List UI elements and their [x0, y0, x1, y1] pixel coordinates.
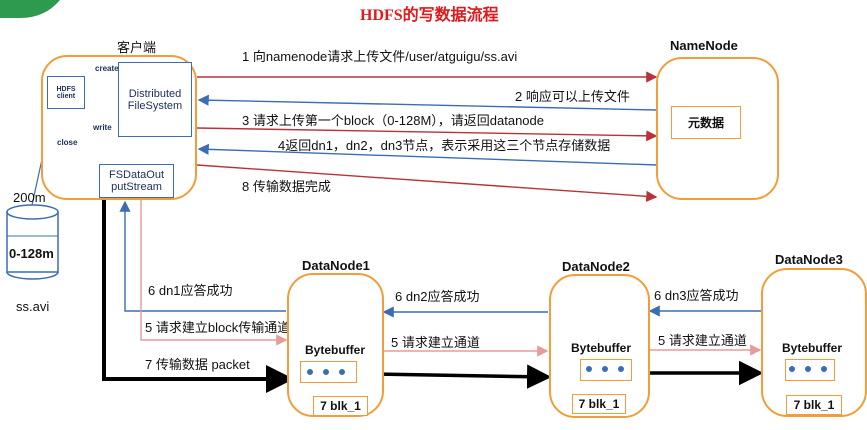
datanode2-buffer-box — [580, 359, 632, 381]
step6-dn2-label: 6 dn2应答成功 — [395, 289, 480, 304]
logo-fragment — [0, 0, 60, 18]
step5-build-label: 5 请求建立block传输通道 — [145, 320, 291, 335]
datanode1-blk-box: 7 blk_1 — [313, 396, 368, 416]
fsdata-outputstream-box: FSDataOut putStream — [99, 164, 174, 198]
file-name-label: ss.avi — [16, 299, 50, 314]
ack-dn1-arrow — [119, 200, 286, 312]
distributed-fs-box: Distributed FileSystem — [118, 62, 192, 137]
datanode2-title: DataNode2 — [562, 259, 630, 274]
write-label: write — [93, 123, 112, 132]
file-size-label: 200m — [13, 190, 46, 205]
step2-label: 2 响应可以上传文件 — [515, 89, 630, 104]
datanode3-blk-box: 7 blk_1 — [786, 395, 842, 415]
datanode1-buffer-box — [300, 361, 357, 383]
create-label: create — [95, 64, 119, 73]
step3-label: 3 请求上传第一个block（0-128M），请返回datanode — [242, 113, 544, 128]
step8-label: 8 传输数据完成 — [242, 179, 331, 194]
step7-label: 7 传输数据 packet — [145, 357, 250, 372]
step8-arrow — [196, 164, 658, 202]
file-block-label: 0-128m — [9, 246, 54, 261]
packet-dn2-arrow — [371, 364, 552, 389]
close-label: close — [57, 138, 78, 147]
build-channel-arrow — [140, 198, 288, 346]
hdfs-client-box: HDFS client — [47, 76, 85, 109]
step5-dn2-label: 5 请求建立通道 — [391, 335, 480, 350]
step5-dn3-label: 5 请求建立通道 — [658, 333, 747, 348]
step6-dn1-label: 6 dn1应答成功 — [148, 283, 233, 298]
datanode3-title: DataNode3 — [775, 252, 843, 267]
datanode3-box — [761, 268, 867, 417]
step4-label: 4返回dn1，dn2，dn3节点，表示采用这三个节点存储数据 — [278, 138, 611, 153]
datanode3-buffer-box — [785, 359, 835, 381]
step1-label: 1 向namenode请求上传文件/user/atguigu/ss.avi — [242, 49, 518, 64]
datanode1-title: DataNode1 — [302, 258, 370, 273]
namenode-title: NameNode — [670, 38, 738, 53]
datanode3-buffer-label: Bytebuffer — [782, 341, 843, 355]
packet-arrow — [102, 198, 294, 393]
client-title: 客户端 — [117, 40, 157, 55]
step4-arrow — [197, 143, 658, 166]
datanode2-blk-box: 7 blk_1 — [572, 394, 626, 414]
datanode2-buffer-label: Bytebuffer — [571, 341, 632, 355]
datanode1-box — [287, 273, 384, 417]
step6-dn3-label: 6 dn3应答成功 — [654, 288, 739, 303]
metadata-box: 元数据 — [671, 106, 741, 139]
step2-arrow — [197, 94, 658, 111]
file-cylinder — [6, 204, 59, 280]
step3-arrow — [196, 127, 658, 142]
datanode1-buffer-label: Bytebuffer — [305, 343, 366, 357]
page-title: HDFS的写数据流程 — [360, 7, 499, 24]
